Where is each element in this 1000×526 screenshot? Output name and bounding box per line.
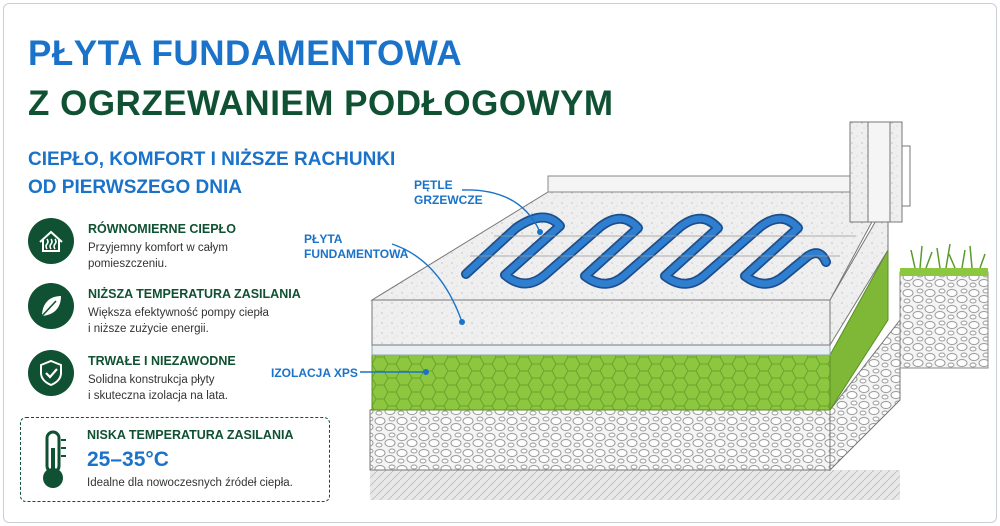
feature-desc-line2: pomieszczeniu.: [88, 258, 168, 270]
feature-even-heat: RÓWNOMIERNE CIEPŁO Przyjemny komfort w c…: [28, 218, 348, 276]
feature-title: NIŻSZA TEMPERATURA ZASILANIA: [88, 287, 301, 301]
highlight-desc: Idealne dla nowoczesnych źródeł ciepła.: [87, 477, 293, 489]
page-frame: [3, 3, 997, 523]
callout-dot-slab: [459, 319, 465, 325]
feature-title: TRWAŁE I NIEZAWODNE: [88, 354, 236, 368]
highlight-temperature-value: 25–35°C: [87, 448, 169, 471]
concrete-slab-side: [829, 198, 889, 347]
gravel-layer-side: [829, 318, 901, 472]
callout-line-slab: [391, 243, 463, 323]
grass-blades: [910, 243, 986, 269]
feature-desc: Większa efektywność pompy ciepła i niższ…: [88, 305, 338, 337]
label-heating-loops-line1: PĘTLE: [414, 178, 453, 192]
feature-desc-line2: i skuteczna izolacja na lata.: [88, 390, 228, 402]
page-subtitle: CIEPŁO, KOMFORT I NIŻSZE RACHUNKI OD PIE…: [28, 146, 408, 202]
leaf-icon: [28, 283, 74, 329]
callout-dot-loops: [537, 229, 543, 235]
feature-desc-line1: Przyjemny komfort w całym: [88, 242, 228, 254]
label-foundation-slab: PŁYTA FUNDAMENTOWA: [304, 232, 408, 262]
membrane-layer: [371, 344, 831, 356]
grass-strip: [900, 268, 988, 276]
feature-durable: TRWAŁE I NIEZAWODNE Solidna konstrukcja …: [28, 350, 348, 408]
label-heating-loops: PĘTLE GRZEWCZE: [414, 178, 483, 208]
feature-desc-line1: Większa efektywność pompy ciepła: [88, 307, 269, 319]
xps-insulation-side: [829, 249, 889, 412]
subtitle-line2: OD PIERWSZEGO DNIA: [28, 177, 242, 198]
outside-ground: [899, 271, 989, 369]
wall-insulation: [867, 121, 891, 223]
callout-line-loops: [461, 189, 541, 233]
thermometer-icon: [33, 428, 73, 497]
page-title-line1: PŁYTA FUNDAMENTOWA: [28, 34, 463, 73]
feature-desc-line1: Solidna konstrukcja płyty: [88, 374, 215, 386]
shield-icon: [28, 350, 74, 396]
callout-dot-xps: [423, 369, 429, 375]
back-wall-edge: [547, 175, 851, 193]
xps-insulation-front: [371, 354, 831, 411]
feature-desc: Solidna konstrukcja płyty i skuteczna iz…: [88, 372, 338, 404]
label-heating-loops-line2: GRZEWCZE: [414, 193, 483, 207]
mesh-grid: [470, 235, 856, 257]
highlight-title: NISKA TEMPERATURA ZASILANIA: [87, 428, 294, 442]
window-sill: [901, 145, 911, 207]
gravel-layer-front: [369, 409, 831, 471]
ground-hatching: [370, 470, 900, 500]
subtitle-line1: CIEPŁO, KOMFORT I NIŻSZE RACHUNKI: [28, 149, 396, 170]
concrete-slab-top: [370, 191, 889, 301]
house-heat-icon: [28, 218, 74, 264]
feature-title: RÓWNOMIERNE CIEPŁO: [88, 222, 236, 236]
feature-desc: Przyjemny komfort w całym pomieszczeniu.: [88, 240, 338, 272]
heating-pipe-loops: [462, 214, 830, 287]
feature-low-supply-temp: NIŻSZA TEMPERATURA ZASILANIA Większa efe…: [28, 283, 348, 341]
page-title-line2: Z OGRZEWANIEM PODŁOGOWYM: [28, 84, 614, 123]
feature-desc-line2: i niższe zużycie energii.: [88, 323, 209, 335]
label-foundation-slab-line1: PŁYTA: [304, 232, 343, 246]
label-foundation-slab-line2: FUNDAMENTOWA: [304, 247, 409, 261]
concrete-slab-front: [371, 299, 831, 346]
temperature-highlight-box: NISKA TEMPERATURA ZASILANIA 25–35°C Idea…: [20, 417, 330, 502]
label-xps-insulation: IZOLACJA XPS: [271, 366, 358, 380]
